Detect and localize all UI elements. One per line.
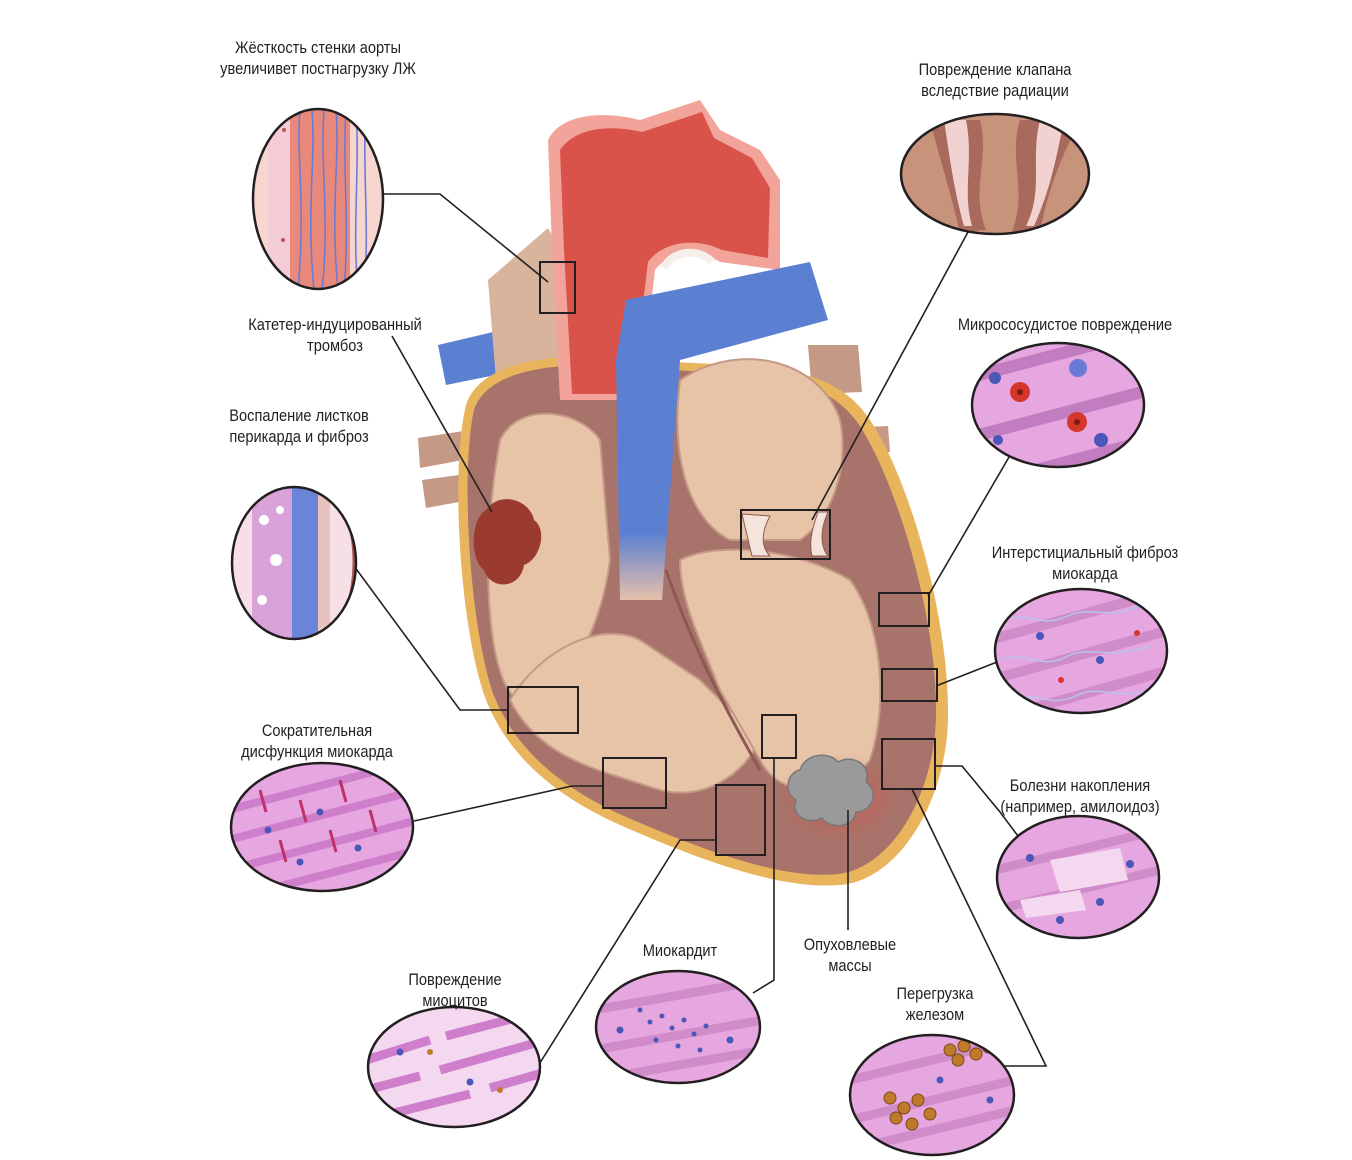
inset-microvascular [960,330,1150,490]
label-storage-disease: Болезни накопления (например, амилоидоз) [977,775,1183,817]
aorta-arch-gap [664,253,712,268]
label-tumor-masses: Опуховлевые массы [790,934,910,976]
label-microvascular: Микрососудистое повреждение [932,314,1199,335]
heart-illustration [418,100,948,886]
label-valve-damage: Повреждение клапана вследствие радиации [888,59,1103,101]
inset-pericardium [230,485,360,645]
label-interstitial-fibrosis: Интерстициальный фиброз миокарда [969,542,1201,584]
label-myocyte-damage: Повреждение миоцитов [395,969,515,1011]
label-pericardium: Воспаление листков перикарда и фиброз [197,405,402,447]
inset-myocarditis [594,970,764,1085]
label-myocarditis: Миокардит [624,940,736,961]
inset-interstitial [990,585,1170,720]
inset-storage [995,815,1160,940]
label-contractile-dysfunction: Сократительная дисфункция миокарда [216,720,417,762]
inset-aorta-wall [250,105,390,295]
inset-contractile [228,760,418,900]
inset-myocyte-damage [366,1005,546,1130]
inset-iron-overload [850,1035,1015,1160]
label-aorta-stiffness: Жёсткость стенки аорты увеличивет постна… [199,37,436,79]
inset-valve [900,110,1090,240]
label-catheter-thrombosis: Катетер-индуцированный тромбоз [223,314,447,356]
label-iron-overload: Перегрузка железом [875,983,995,1025]
